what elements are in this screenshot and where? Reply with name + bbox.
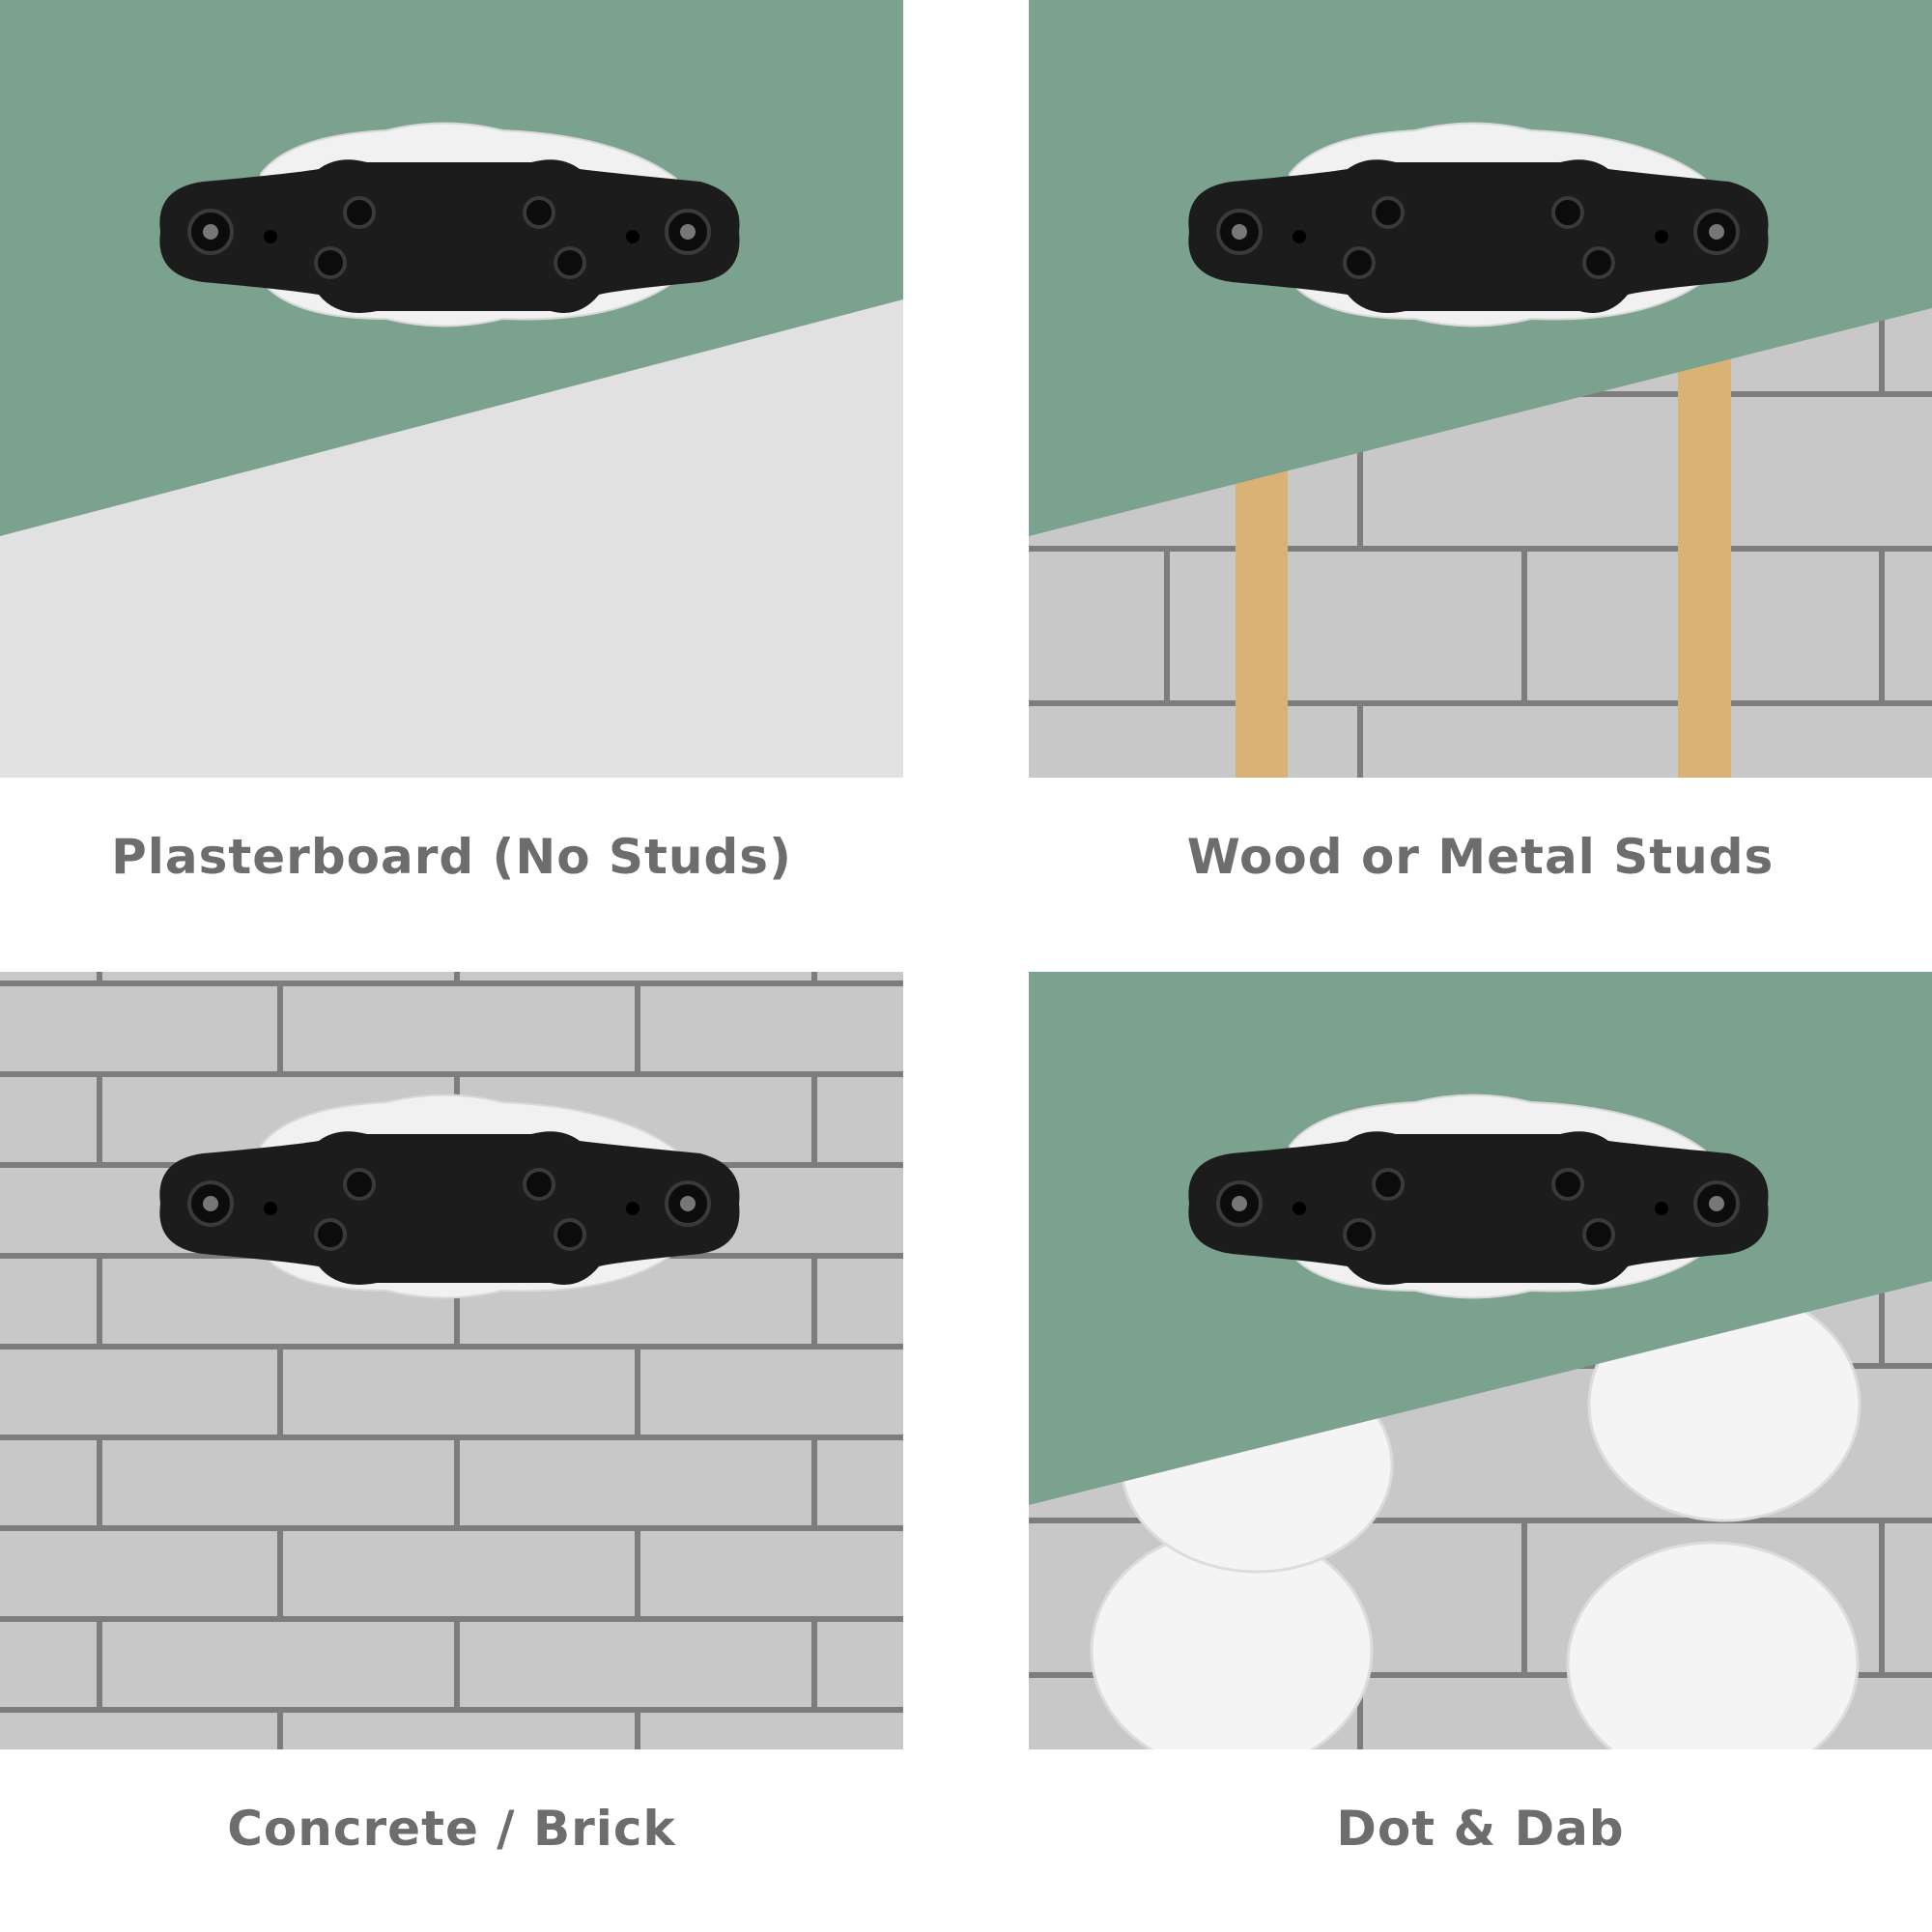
dotdab-illustration <box>1029 972 1932 1749</box>
stud-right <box>1678 290 1731 778</box>
label-brick: Concrete / Brick <box>227 1801 676 1857</box>
label-dotdab: Dot & Dab <box>1336 1801 1625 1857</box>
brick-illustration <box>0 972 903 1749</box>
plasterboard-illustration <box>0 0 903 778</box>
panel-dotdab <box>1029 972 1932 1749</box>
label-plasterboard: Plasterboard (No Studs) <box>111 829 792 885</box>
panel-studs <box>1029 0 1932 778</box>
panel-brick <box>0 972 903 1749</box>
studs-illustration <box>1029 0 1932 778</box>
panel-plasterboard <box>0 0 903 778</box>
label-studs: Wood or Metal Studs <box>1186 829 1775 885</box>
